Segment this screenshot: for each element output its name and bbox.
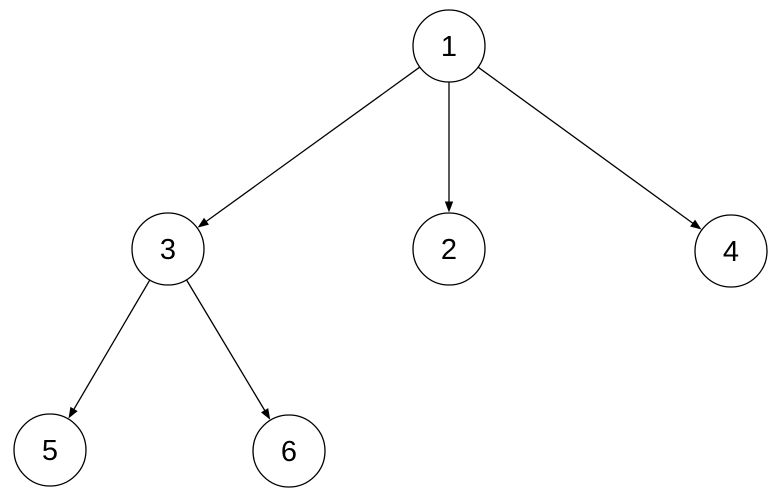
edge-3-to-6 (185, 279, 267, 414)
node-label-2: 2 (441, 234, 457, 266)
node-label-5: 5 (42, 435, 58, 467)
arrowhead-3-to-6 (260, 408, 271, 420)
node-6[interactable]: 6 (252, 414, 326, 488)
node-circle-2[interactable] (412, 212, 486, 286)
node-circle-3[interactable] (131, 212, 205, 286)
node-label-4: 4 (723, 236, 739, 268)
node-5[interactable]: 5 (13, 413, 87, 487)
node-circle-1[interactable] (412, 9, 486, 83)
edges-layer (68, 66, 702, 420)
node-4[interactable]: 4 (694, 214, 768, 288)
nodes-layer: 1 3 2 4 5 6 (13, 9, 768, 488)
edge-1-to-3 (203, 66, 421, 224)
arrowhead-1-to-3 (197, 217, 209, 228)
node-label-3: 3 (160, 234, 176, 266)
node-3[interactable]: 3 (131, 212, 205, 286)
node-label-6: 6 (281, 436, 297, 468)
node-circle-5[interactable] (13, 413, 87, 487)
node-label-1: 1 (441, 31, 457, 63)
arrowhead-3-to-5 (68, 406, 78, 419)
node-1[interactable]: 1 (412, 9, 486, 83)
edge-3-to-5 (71, 279, 151, 413)
node-circle-6[interactable] (252, 414, 326, 488)
node-2[interactable]: 2 (412, 212, 486, 286)
edge-1-to-4 (477, 66, 696, 226)
node-circle-4[interactable] (694, 214, 768, 288)
arrowhead-1-to-2 (444, 201, 454, 213)
arrowhead-1-to-4 (690, 219, 702, 230)
